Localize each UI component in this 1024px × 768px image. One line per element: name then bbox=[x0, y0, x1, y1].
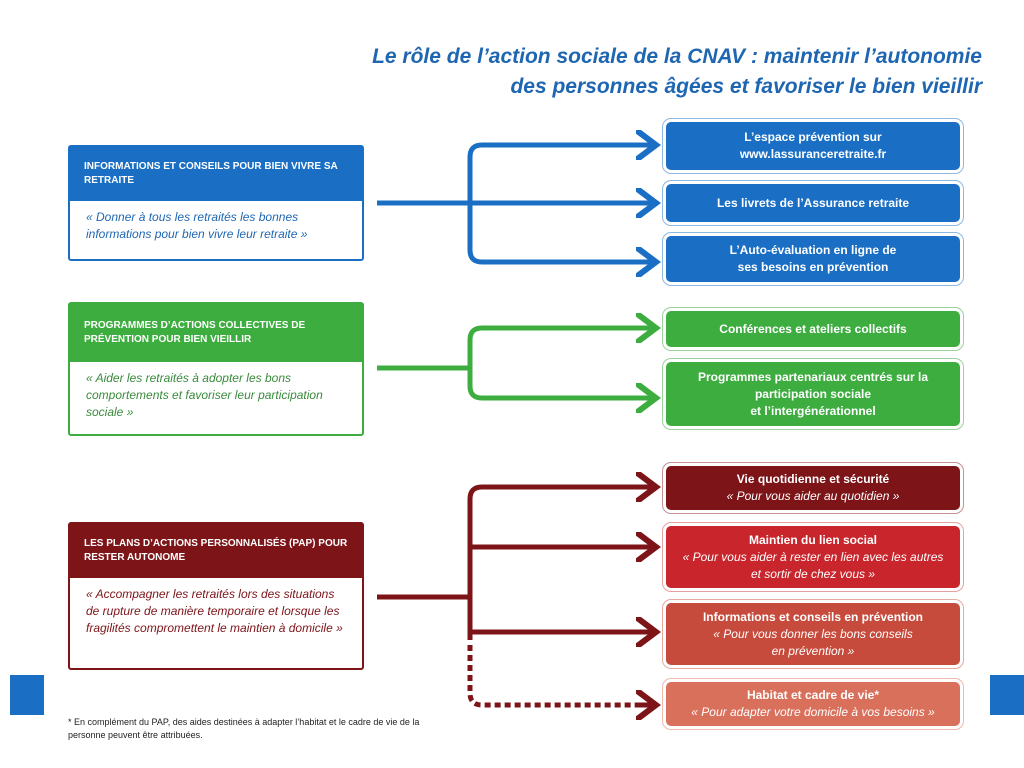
box-espace-prevention: L’espace prévention sur www.lassurancere… bbox=[666, 122, 960, 170]
box-informations-sub: « Pour vous donner les bons conseils en … bbox=[713, 626, 913, 658]
box-auto-evaluation: L’Auto-évaluation en ligne de ses besoin… bbox=[666, 236, 960, 282]
box-lien-social-sub: « Pour vous aider à rester en lien avec … bbox=[682, 549, 944, 581]
box-auto-evaluation-sub: ses besoins en prévention bbox=[737, 260, 889, 274]
title-line-1: Le rôle de l’action sociale de la CNAV :… bbox=[372, 45, 982, 68]
box-programmes-title: Programmes partenariaux centrés sur la p… bbox=[697, 369, 929, 401]
title-line-2: des personnes âgées et favoriser le bien… bbox=[510, 75, 982, 98]
box-vie-quotidienne-title: Vie quotidienne et sécurité bbox=[736, 472, 890, 486]
red-connector bbox=[377, 487, 651, 705]
box-habitat-sub: « Pour adapter votre domicile à vos beso… bbox=[691, 705, 935, 719]
slide-title: Le rôle de l’action sociale de la CNAV :… bbox=[82, 42, 982, 102]
box-informations-conseils: Informations et conseils en prévention «… bbox=[666, 603, 960, 665]
box-informations-title: Informations et conseils en prévention bbox=[702, 609, 924, 624]
box-livrets-title: Les livrets de l’Assurance retraite bbox=[716, 195, 910, 210]
footnote: * En complément du PAP, des aides destin… bbox=[68, 717, 420, 740]
section-pap-card: LES PLANS D’ACTIONS PERSONNALISÉS (PAP) … bbox=[68, 522, 364, 670]
box-espace-prevention-title: L’espace prévention sur bbox=[744, 130, 882, 144]
box-conferences-title: Conférences et ateliers collectifs bbox=[719, 321, 907, 336]
box-auto-evaluation-title: L’Auto-évaluation en ligne de bbox=[729, 243, 897, 257]
box-lien-social-title: Maintien du lien social bbox=[748, 532, 878, 547]
green-connector bbox=[377, 328, 651, 398]
blue-connector bbox=[377, 145, 651, 262]
section-collective-card: PROGRAMMES D’ACTIONS COLLECTIVES DE PRÉV… bbox=[68, 302, 364, 436]
section-information-card: INFORMATIONS ET CONSEILS POUR BIEN VIVRE… bbox=[68, 145, 364, 261]
box-espace-prevention-url: www.lassuranceretraite.fr bbox=[739, 147, 887, 161]
box-programmes-partenariaux: Programmes partenariaux centrés sur la p… bbox=[666, 362, 960, 426]
section-collective-heading: PROGRAMMES D’ACTIONS COLLECTIVES DE PRÉV… bbox=[70, 304, 362, 362]
box-vie-quotidienne: Vie quotidienne et sécurité « Pour vous … bbox=[666, 466, 960, 510]
box-conferences: Conférences et ateliers collectifs bbox=[666, 311, 960, 347]
decorative-square-right bbox=[990, 675, 1024, 715]
box-livrets: Les livrets de l’Assurance retraite bbox=[666, 184, 960, 222]
box-habitat-title: Habitat et cadre de vie* bbox=[746, 688, 880, 702]
section-information-quote: « Donner à tous les retraités les bonnes… bbox=[86, 210, 308, 241]
section-pap-heading: LES PLANS D’ACTIONS PERSONNALISÉS (PAP) … bbox=[70, 524, 362, 578]
box-lien-social: Maintien du lien social « Pour vous aide… bbox=[666, 526, 960, 588]
section-collective-quote: « Aider les retraités à adopter les bons… bbox=[86, 371, 323, 419]
box-habitat: Habitat et cadre de vie* « Pour adapter … bbox=[666, 682, 960, 726]
box-programmes-sub: et l’intergénérationnel bbox=[750, 403, 876, 418]
decorative-square-left bbox=[10, 675, 44, 715]
section-pap-quote: « Accompagner les retraités lors des sit… bbox=[86, 587, 343, 635]
box-vie-quotidienne-sub: « Pour vous aider au quotidien » bbox=[726, 489, 900, 503]
section-information-heading: INFORMATIONS ET CONSEILS POUR BIEN VIVRE… bbox=[70, 147, 362, 201]
